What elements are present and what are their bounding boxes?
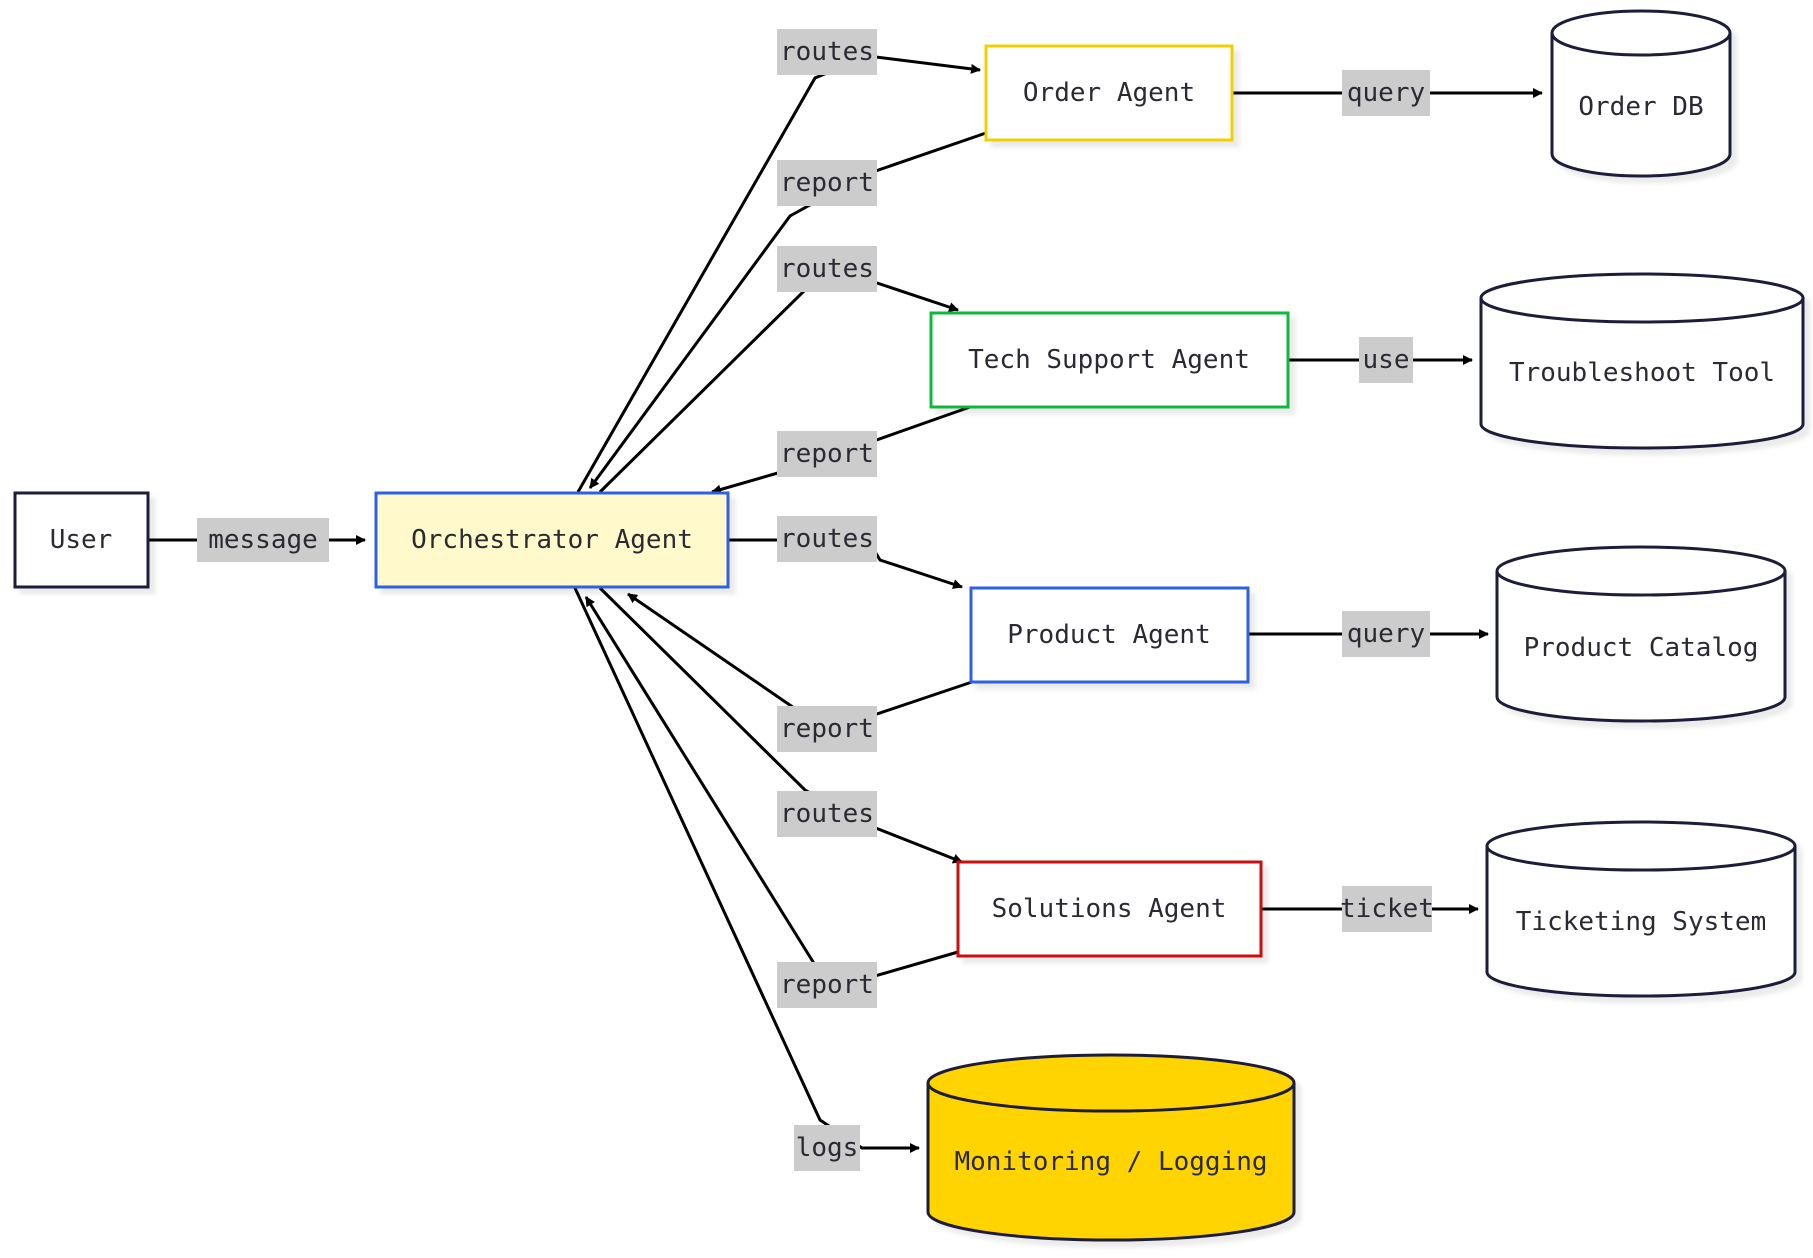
svg-text:report: report bbox=[780, 714, 874, 744]
svg-text:query: query bbox=[1347, 619, 1425, 649]
edge-label-routes-product: routes bbox=[777, 516, 877, 562]
svg-text:query: query bbox=[1347, 78, 1425, 108]
edge-logs bbox=[573, 587, 920, 1153]
node-monitoring-label: Monitoring / Logging bbox=[954, 1147, 1267, 1177]
edge-label-ticket: ticket bbox=[1340, 886, 1434, 932]
agent-nodes: User Orchestrator Agent Order Agent Tech… bbox=[13, 44, 1290, 958]
node-user-label: User bbox=[50, 525, 113, 555]
node-tech-support-label: Tech Support Agent bbox=[968, 345, 1250, 375]
edge-label-report-order: report bbox=[777, 160, 877, 206]
edge-label-message: message bbox=[197, 518, 329, 562]
svg-text:ticket: ticket bbox=[1340, 894, 1434, 924]
edge-label-report-product: report bbox=[777, 706, 877, 752]
node-orchestrator-label: Orchestrator Agent bbox=[411, 525, 693, 555]
svg-text:report: report bbox=[780, 439, 874, 469]
edge-label-routes-tech: routes bbox=[777, 246, 877, 292]
edge-label-query-product: query bbox=[1342, 611, 1430, 657]
edge-label-use-tool: use bbox=[1359, 337, 1413, 383]
node-troubleshoot-tool[interactable]: Troubleshoot Tool bbox=[1479, 272, 1805, 450]
svg-text:use: use bbox=[1363, 345, 1410, 375]
svg-text:message: message bbox=[208, 525, 318, 555]
edge-label-routes-order: routes bbox=[777, 29, 877, 75]
node-tech-support-agent[interactable]: Tech Support Agent bbox=[929, 311, 1290, 409]
edge-report-product bbox=[627, 592, 973, 719]
svg-text:routes: routes bbox=[780, 37, 874, 67]
edge-label-report-tech: report bbox=[777, 431, 877, 477]
node-orchestrator-agent[interactable]: Orchestrator Agent bbox=[374, 491, 730, 589]
node-solutions-agent-label: Solutions Agent bbox=[992, 894, 1227, 924]
node-order-db-label: Order DB bbox=[1578, 92, 1703, 122]
edge-report-solutions bbox=[584, 596, 959, 980]
node-monitoring-logging[interactable]: Monitoring / Logging bbox=[926, 1053, 1296, 1242]
svg-text:routes: routes bbox=[780, 799, 874, 829]
node-product-agent[interactable]: Product Agent bbox=[969, 586, 1250, 684]
svg-text:report: report bbox=[780, 168, 874, 198]
svg-text:routes: routes bbox=[780, 524, 874, 554]
node-order-db[interactable]: Order DB bbox=[1550, 9, 1732, 178]
edge-labels: message routes report routes report rout… bbox=[197, 29, 1434, 1171]
node-troubleshoot-label: Troubleshoot Tool bbox=[1509, 358, 1775, 388]
node-ticketing-label: Ticketing System bbox=[1516, 907, 1766, 937]
svg-text:routes: routes bbox=[780, 254, 874, 284]
node-solutions-agent[interactable]: Solutions Agent bbox=[956, 860, 1263, 958]
edge-label-report-solutions: report bbox=[777, 962, 877, 1008]
edge-label-query-order: query bbox=[1342, 70, 1430, 116]
svg-text:logs: logs bbox=[796, 1133, 859, 1163]
node-user[interactable]: User bbox=[13, 491, 150, 589]
node-order-agent[interactable]: Order Agent bbox=[984, 44, 1234, 142]
node-product-catalog-label: Product Catalog bbox=[1524, 633, 1759, 663]
svg-text:report: report bbox=[780, 970, 874, 1000]
node-product-agent-label: Product Agent bbox=[1007, 620, 1211, 650]
node-product-catalog[interactable]: Product Catalog bbox=[1495, 545, 1787, 723]
node-ticketing-system[interactable]: Ticketing System bbox=[1485, 820, 1797, 998]
edge-label-logs: logs bbox=[794, 1125, 860, 1171]
datastore-nodes: Order DB Troubleshoot Tool Product Catal… bbox=[926, 9, 1805, 1242]
edge-label-routes-solutions: routes bbox=[777, 791, 877, 837]
node-order-agent-label: Order Agent bbox=[1023, 78, 1195, 108]
